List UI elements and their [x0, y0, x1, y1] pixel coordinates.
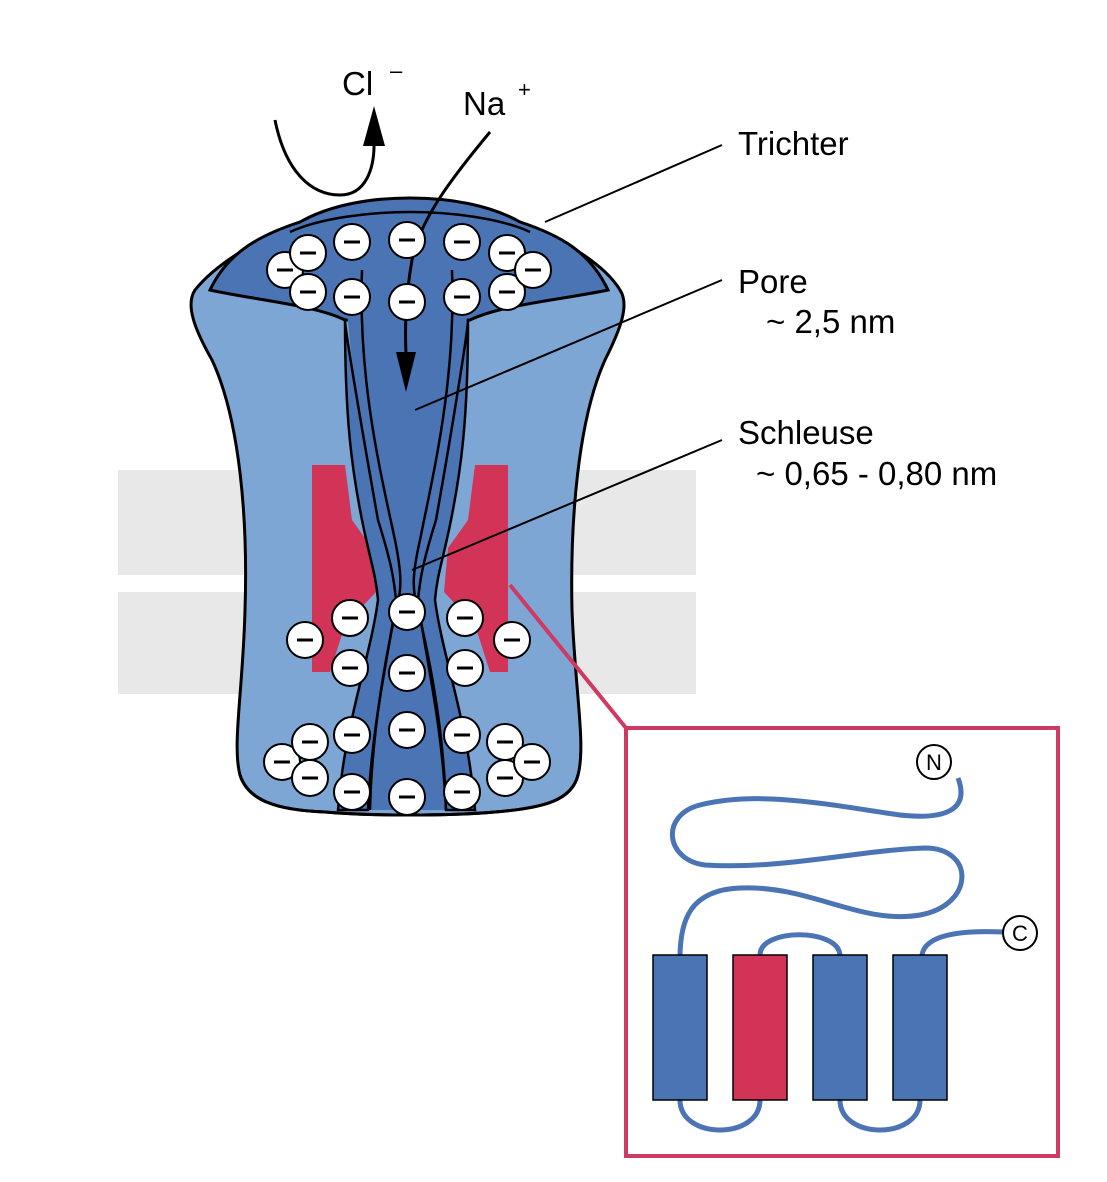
sodium-arrowhead: [396, 352, 416, 392]
funnel-callout-line: [544, 144, 723, 223]
pore-label: Pore: [738, 263, 808, 300]
chloride-arrowhead: [363, 106, 385, 146]
n-terminus-marker: [916, 744, 952, 780]
gate-region-right: [444, 465, 508, 672]
helix-m2: [732, 954, 788, 1101]
pore-callout-line: [414, 279, 723, 411]
c-terminus-marker: [1002, 915, 1038, 951]
polypeptide-chain: [670, 777, 965, 959]
loop-3-4-bottom: [837, 1099, 923, 1133]
gate-size-label: ~ 0,65 - 0,80 nm: [756, 455, 997, 492]
gate-label: Schleuse: [738, 414, 874, 451]
chloride-charge: –: [390, 58, 403, 83]
helix-m4: [892, 954, 948, 1101]
n-terminus-label: N: [926, 750, 942, 775]
pore-line-left: [360, 269, 402, 811]
sodium-label: Na: [463, 85, 506, 122]
gate-callout-line: [411, 439, 723, 571]
helix-m1: [652, 954, 708, 1101]
loop-1-2-bottom: [677, 1099, 763, 1133]
chloride-path-arrow: [273, 119, 376, 197]
c-terminus-label: C: [1012, 921, 1028, 946]
chloride-label: Cl: [342, 65, 373, 102]
pore-channel: [344, 232, 469, 810]
pore-size-label: ~ 2,5 nm: [766, 303, 895, 340]
gate-region-left: [312, 465, 376, 672]
helix-m3: [812, 954, 868, 1101]
funnel-label: Trichter: [738, 125, 849, 162]
loop-2-3-top: [757, 932, 843, 956]
funnel-rim: [289, 210, 531, 234]
pore-line-right: [412, 269, 454, 811]
negative-charges: [263, 221, 552, 816]
inset-connector-line: [508, 583, 628, 730]
c-terminal-tail: [919, 929, 1004, 956]
sodium-charge: +: [518, 77, 531, 102]
